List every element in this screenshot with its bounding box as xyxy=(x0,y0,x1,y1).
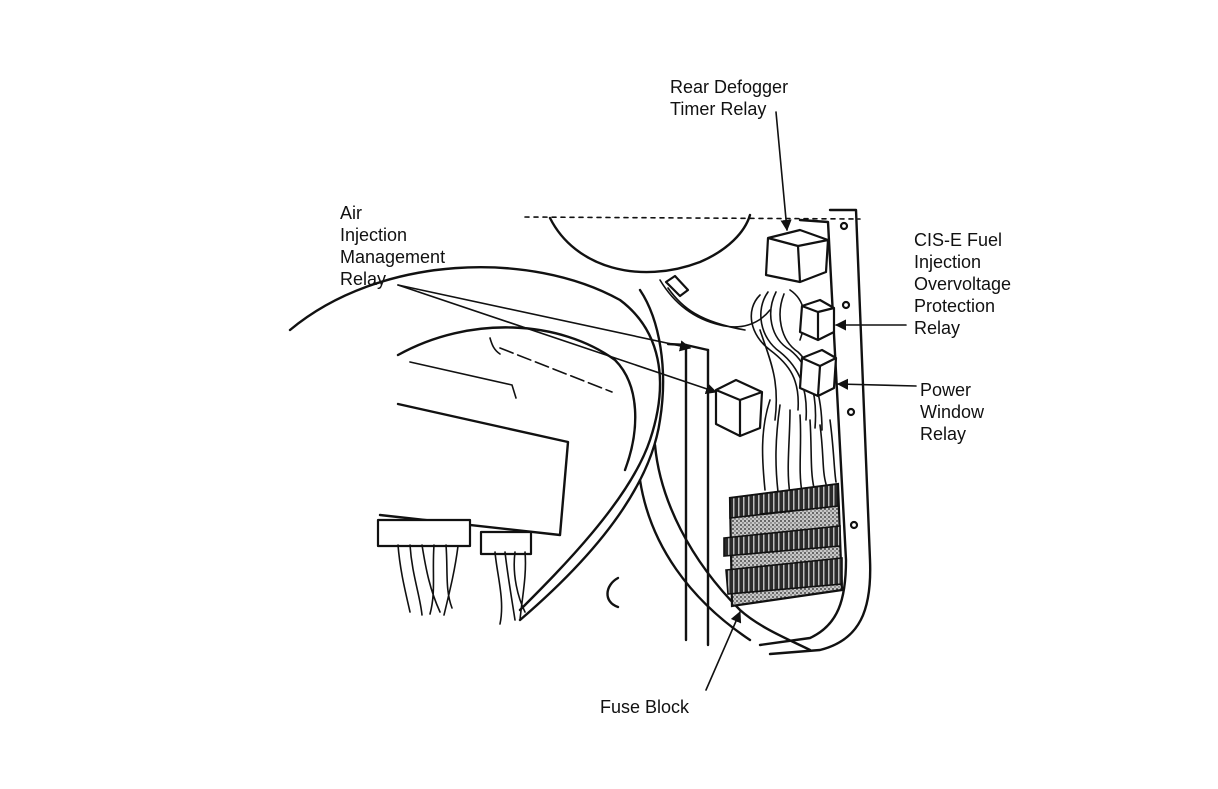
lower-panel xyxy=(378,402,570,537)
trim-screw-4 xyxy=(849,520,859,530)
label-line: Relay xyxy=(914,318,961,338)
power-window-relay xyxy=(798,348,838,398)
wire-harness-loop xyxy=(659,279,771,331)
rear-defogger-relay xyxy=(764,228,830,284)
label-air-injection-management-relay: Air Injection Management Relay xyxy=(340,202,445,290)
panel-groove-2 xyxy=(499,347,613,393)
dash-curve-back2 xyxy=(638,478,752,642)
connector-right xyxy=(479,530,533,556)
air-injection-relay xyxy=(714,378,764,438)
fuse-block-graphic xyxy=(723,482,844,608)
label-line: Air xyxy=(340,203,362,223)
dash-curve-back xyxy=(653,443,812,652)
leader-fuse-block xyxy=(705,610,742,691)
label-line: Injection xyxy=(914,252,982,272)
trim-screw-1 xyxy=(839,221,849,231)
label-line: Fuse Block xyxy=(600,697,690,717)
label-line: Power xyxy=(920,380,972,400)
label-line: Timer Relay xyxy=(670,99,767,119)
panel-groove-3 xyxy=(489,337,501,355)
label-power-window-relay: Power Window Relay xyxy=(920,379,984,445)
trim-panel-inner xyxy=(758,218,848,647)
leader-air-injection-b xyxy=(397,284,718,395)
leader-air-injection-a xyxy=(397,284,692,352)
trim-screw-2 xyxy=(841,300,851,310)
wire-harness xyxy=(750,289,823,431)
label-line: Relay xyxy=(340,269,387,289)
cis-e-relay xyxy=(798,298,836,342)
label-cis-e-fuel-injection-relay: CIS-E Fuel Injection Overvoltage Protect… xyxy=(914,229,1011,339)
panel-groove-1 xyxy=(409,361,517,399)
connector-left xyxy=(376,518,472,548)
label-rear-defogger-timer-relay: Rear Defogger Timer Relay xyxy=(670,76,788,120)
dash-curve-inner xyxy=(396,326,637,472)
dash-curve-lower xyxy=(518,288,665,622)
wire-clip xyxy=(664,274,690,298)
label-line: Overvoltage xyxy=(914,274,1012,294)
dash-top-edge xyxy=(524,216,861,220)
label-line: CIS-E Fuel xyxy=(914,230,1003,250)
label-fuse-block: Fuse Block xyxy=(600,696,689,718)
wires-bottom-left xyxy=(397,544,527,625)
label-line: Rear Defogger xyxy=(670,77,789,97)
leader-rear-defogger xyxy=(775,111,792,232)
wire-bundle-down xyxy=(761,399,837,495)
cluster-opening xyxy=(548,213,752,274)
trim-screw-3 xyxy=(846,407,856,417)
dash-curve-outer xyxy=(288,266,662,612)
leader-power-window xyxy=(836,378,917,390)
trim-panel-outer xyxy=(768,208,872,656)
label-line: Protection xyxy=(914,296,996,316)
label-line: Injection xyxy=(340,225,408,245)
label-line: Relay xyxy=(920,424,967,444)
label-line: Management xyxy=(340,247,446,267)
label-line: Window xyxy=(920,402,985,422)
steering-c xyxy=(606,576,620,609)
